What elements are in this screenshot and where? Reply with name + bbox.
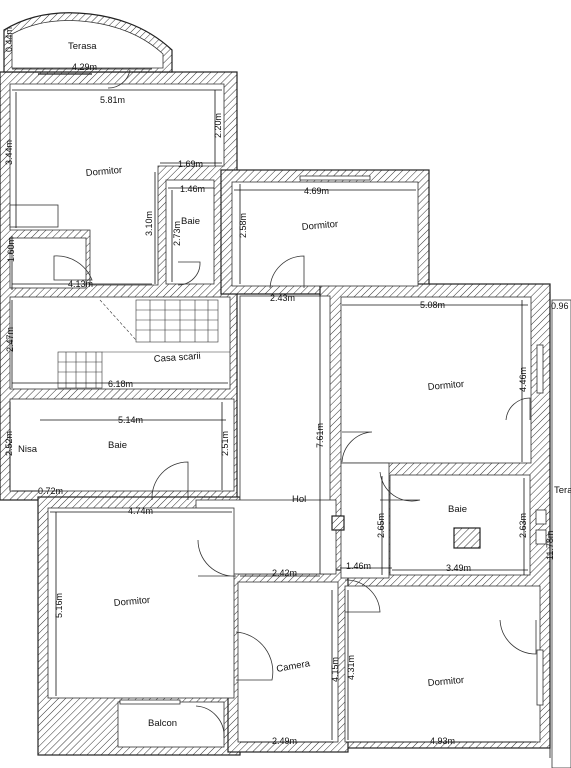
room-nisa: Nisa	[18, 444, 38, 455]
dim-4-13: 4.13m	[68, 279, 93, 289]
dim-4-74: 4.74m	[128, 506, 153, 516]
dim-4-46: 4.46m	[518, 367, 528, 392]
dim-0-44: 0.44m	[4, 27, 14, 52]
fixtures	[119, 175, 547, 706]
dim-5-14: 5.14m	[118, 415, 143, 425]
dim-1-46-top: 1.46m	[180, 184, 205, 194]
dim-2-47: 2.47m	[5, 327, 15, 352]
dim-0-96: 0.96	[551, 301, 569, 311]
dim-2-51: 2.51m	[220, 431, 230, 456]
room-dormitor-se: Dormitor	[427, 675, 464, 689]
dim-2-65: 2.65m	[376, 513, 386, 538]
room-baie-small: Baie	[181, 216, 200, 227]
dim-6-18: 6.18m	[108, 379, 133, 389]
room-dormitor-n: Dormitor	[301, 219, 338, 233]
dim-5-08: 5.08m	[420, 300, 445, 310]
dim-5-16: 5.16m	[54, 593, 64, 618]
room-terasa-e: Tera	[554, 485, 571, 496]
dim-0-72: 0.72m	[38, 486, 63, 496]
dim-3-49: 3.49m	[446, 563, 471, 573]
room-labels: Terasa Dormitor Baie Dormitor Casa scari…	[18, 41, 571, 729]
room-dormitor-nw: Dormitor	[85, 165, 122, 179]
dim-2-73: 2.73m	[172, 221, 182, 246]
room-casa-scarii: Casa scarii	[153, 351, 201, 365]
dim-3-10: 3.10m	[144, 211, 154, 236]
dim-2-42: 2.42m	[272, 568, 297, 578]
room-voids	[9, 83, 571, 768]
dim-4-29: 4.29m	[72, 62, 97, 72]
dim-4-31: 4.31m	[346, 655, 356, 680]
room-terasa-top: Terasa	[68, 41, 97, 52]
room-baie-w: Baie	[108, 440, 127, 451]
room-balcon: Balcon	[148, 718, 177, 729]
dim-7-61: 7.61m	[315, 423, 325, 448]
dim-4-15: 4.15m	[330, 657, 340, 682]
room-dormitor-sw: Dormitor	[113, 595, 150, 609]
dimension-labels: 0.44m 4.29m 5.81m 2.20m 3.44m 1.69m 1.46…	[4, 27, 569, 746]
staircase	[57, 299, 230, 389]
room-hol: Hol	[292, 494, 306, 505]
dim-2-63: 2.63m	[518, 513, 528, 538]
dim-1-46-mid: 1.46m	[346, 561, 371, 571]
dim-2-49: 2.49m	[272, 736, 297, 746]
terasa-top	[3, 12, 173, 75]
dim-2-58: 2.58m	[238, 213, 248, 238]
dim-2-52: 2.52m	[4, 431, 14, 456]
room-baie-e: Baie	[448, 504, 467, 515]
dim-3-44: 3.44m	[4, 140, 14, 165]
dimension-lines	[9, 68, 551, 758]
dim-5-81: 5.81m	[100, 95, 125, 105]
room-dormitor-e: Dormitor	[427, 379, 464, 393]
dim-2-20: 2.20m	[213, 113, 223, 138]
dim-4-69: 4.69m	[304, 186, 329, 196]
dim-11-78: 11.78m	[545, 531, 555, 560]
dim-1-60: 1.60m	[6, 237, 16, 262]
dim-4-93: 4.93m	[430, 736, 455, 746]
dim-2-43: 2.43m	[270, 293, 295, 303]
doors	[53, 69, 537, 739]
dim-1-69: 1.69m	[178, 159, 203, 169]
